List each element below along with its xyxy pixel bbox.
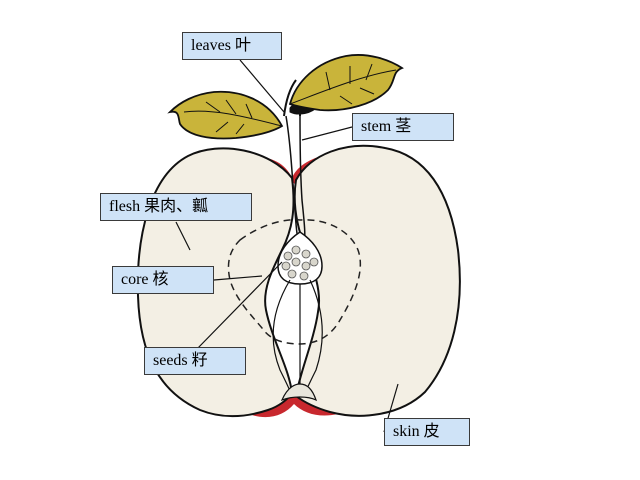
label-core: core 核 [112, 266, 214, 294]
left-leaf [167, 90, 284, 140]
leader-core [213, 275, 263, 281]
right-leaf [288, 54, 404, 112]
leader-seeds [195, 261, 283, 351]
leader-stem [301, 126, 353, 141]
label-leaves: leaves 叶 [182, 32, 282, 60]
label-flesh: flesh 果肉、瓤 [100, 193, 252, 221]
right-leaf-vein [289, 63, 397, 105]
seeds-cluster [281, 245, 319, 281]
skin-bottom-red [252, 386, 338, 418]
apple-right-half [293, 144, 461, 417]
label-stem: stem 茎 [352, 113, 454, 141]
label-seeds: seeds 籽 [144, 347, 246, 375]
left-leaf-vein [183, 99, 283, 135]
label-skin: skin 皮 [384, 418, 470, 446]
calyx [280, 383, 318, 402]
leader-flesh [175, 221, 191, 251]
leader-leaves [239, 59, 285, 113]
core-dashed-outline [227, 218, 362, 345]
